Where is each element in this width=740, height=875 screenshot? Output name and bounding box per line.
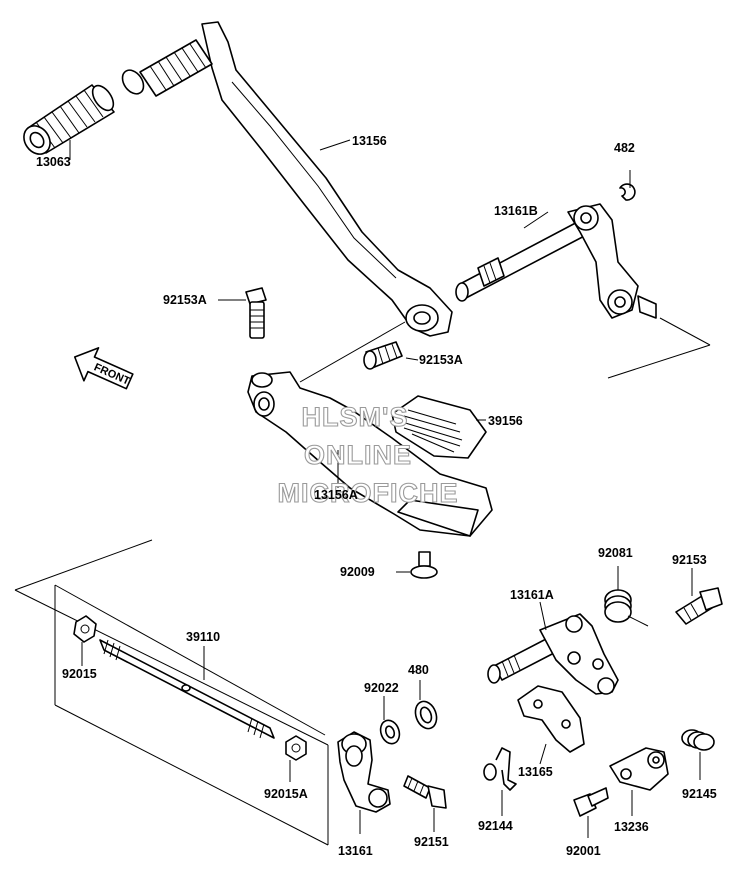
label-482: 482 (614, 141, 635, 155)
label-13236: 13236 (614, 820, 649, 834)
part-13156A-pedal (247, 371, 493, 537)
part-92022-washer (379, 719, 401, 745)
label-13063: 13063 (36, 155, 71, 169)
label-92153A-mid: 92153A (419, 353, 463, 367)
part-92015A-nut (285, 735, 307, 761)
label-92009: 92009 (340, 565, 375, 579)
label-92145: 92145 (682, 787, 717, 801)
label-92151: 92151 (414, 835, 449, 849)
label-13165: 13165 (518, 765, 553, 779)
part-92153A-top-bolt (245, 287, 267, 339)
part-labels: 13063 13156 482 13161B 92153A 92153A 391… (36, 134, 717, 858)
label-92015A: 92015A (264, 787, 308, 801)
watermark-line2: ONLINE (304, 440, 412, 470)
part-92145-spring (681, 729, 715, 751)
part-482-circlip (619, 183, 636, 201)
watermark-line1: HLSM'S (302, 402, 409, 432)
label-92001: 92001 (566, 844, 601, 858)
watermark: HLSM'S ONLINE MICROFICHE (277, 401, 459, 508)
label-92144: 92144 (478, 819, 513, 833)
part-13161A-shaft (487, 613, 619, 695)
label-13161B: 13161B (494, 204, 538, 218)
part-92009-screw (410, 551, 438, 579)
part-480-circlip (414, 700, 438, 730)
label-13161A: 13161A (510, 588, 554, 602)
label-92081: 92081 (598, 546, 633, 560)
part-39110-rod (99, 639, 275, 739)
part-92144-spring (483, 747, 517, 791)
part-13165-plate (517, 685, 585, 753)
part-92015-nut (73, 615, 97, 643)
label-480: 480 (408, 663, 429, 677)
label-92153A-top: 92153A (163, 293, 207, 307)
label-39156: 39156 (488, 414, 523, 428)
part-13063-grip (23, 84, 115, 155)
label-92153: 92153 (672, 553, 707, 567)
part-13156-shift-lever (121, 21, 453, 337)
label-92022: 92022 (364, 681, 399, 695)
part-92001-bolt (573, 787, 609, 817)
part-92151-bolt (403, 775, 447, 809)
frame-lines (14, 317, 711, 846)
label-92015: 92015 (62, 667, 97, 681)
watermark-line3: MICROFICHE (278, 478, 459, 508)
part-92153A-mid-bolt (363, 341, 403, 370)
leader-lines (69, 139, 701, 838)
front-arrow: FRONT (73, 347, 134, 390)
part-39156-pedal-pad (391, 395, 487, 459)
part-92081-spring (604, 589, 649, 627)
part-92153-bolt (675, 587, 723, 625)
label-13161: 13161 (338, 844, 373, 858)
part-13161B-shaft (455, 203, 657, 319)
label-13156A: 13156A (314, 488, 358, 502)
label-39110: 39110 (186, 630, 220, 644)
part-13236-plate (609, 747, 669, 791)
label-13156: 13156 (352, 134, 387, 148)
part-13161-lever (337, 731, 391, 813)
